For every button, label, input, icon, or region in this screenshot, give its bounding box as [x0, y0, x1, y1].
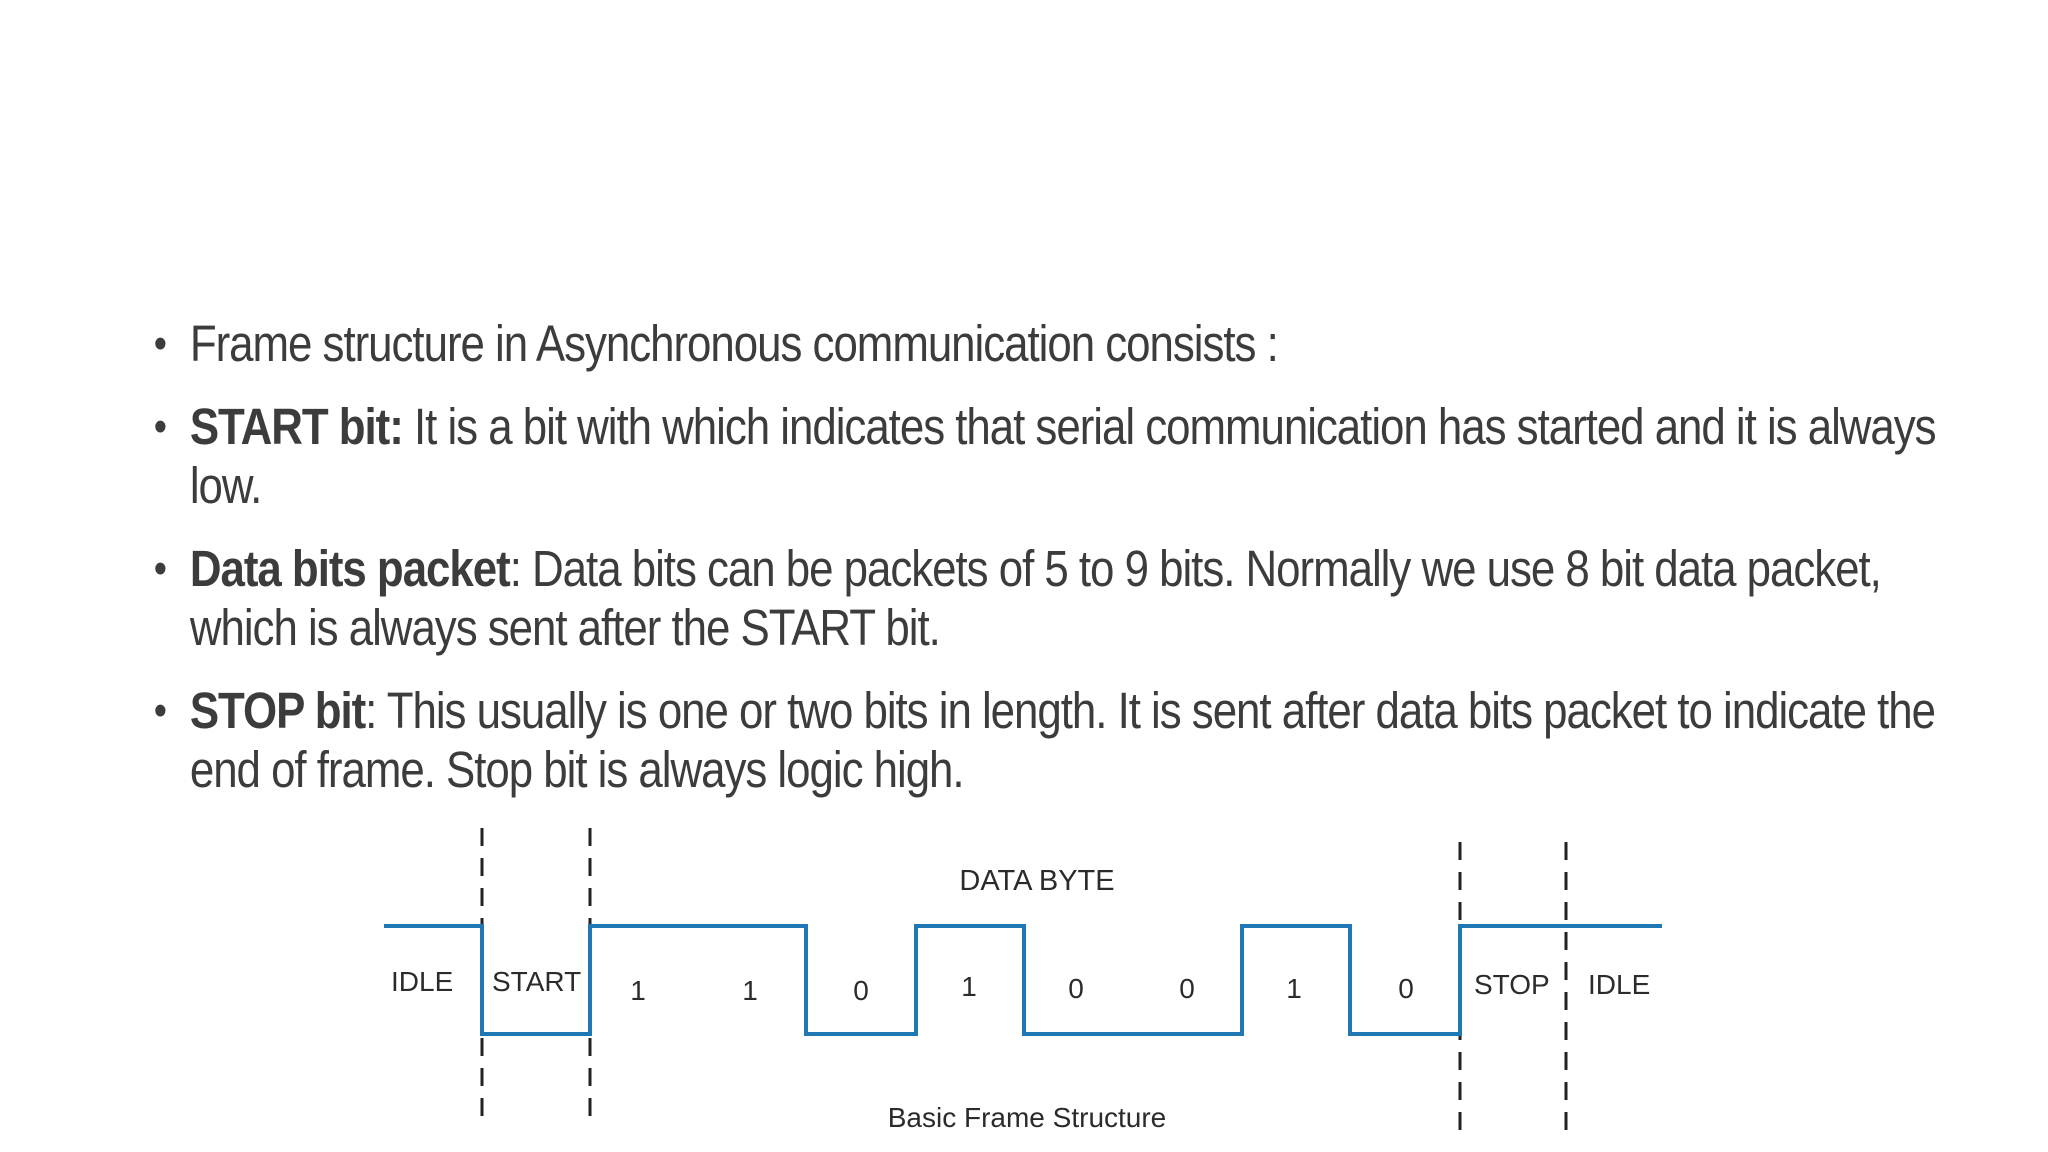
bullet-text: Frame structure in Asynchronous communic…	[189, 315, 1279, 372]
bullet-start-bit: • START bit: It is a bit with which indi…	[152, 397, 1950, 515]
bullet-list: • Frame structure in Asynchronous commun…	[152, 314, 1937, 823]
bullet-term: START bit:	[189, 398, 404, 455]
idle-right-label: IDLE	[1588, 969, 1650, 1000]
data-bit: 1	[630, 975, 646, 1006]
bullet-term: STOP bit	[189, 682, 366, 739]
bullet-dot: •	[153, 319, 167, 368]
bullet-separator: :	[509, 540, 533, 597]
data-byte-title: DATA BYTE	[959, 865, 1114, 897]
data-bit: 0	[1398, 973, 1414, 1004]
bullet-term: Data bits packet	[189, 540, 511, 597]
bullet-text: It is a bit with which indicates that se…	[189, 398, 1937, 514]
diagram-caption: Basic Frame Structure	[888, 1102, 1167, 1133]
data-bit: 1	[1286, 973, 1302, 1004]
start-label: START	[492, 966, 581, 997]
data-bit: 1	[742, 975, 758, 1006]
signal-waveform	[384, 924, 1662, 1036]
bullet-text: This usually is one or two bits in lengt…	[189, 682, 1936, 798]
bullet-stop-bit: • STOP bit: This usually is one or two b…	[152, 681, 1950, 799]
bullet-dot: •	[153, 686, 167, 735]
idle-left-label: IDLE	[391, 966, 453, 997]
bullet-separator: :	[365, 682, 387, 739]
stop-label: STOP	[1474, 969, 1550, 1000]
data-bit: 0	[1179, 973, 1195, 1004]
bullet-text: Data bits can be packets of 5 to 9 bits.…	[189, 540, 1882, 656]
bullet-dot: •	[153, 544, 167, 593]
data-bit: 0	[1068, 973, 1084, 1004]
bullet-dot: •	[153, 402, 167, 451]
data-bit: 0	[853, 975, 869, 1006]
bullet-frame-structure: • Frame structure in Asynchronous commun…	[152, 314, 1950, 373]
data-bit: 1	[961, 971, 977, 1002]
bullet-data-bits: • Data bits packet: Data bits can be pac…	[152, 539, 1950, 657]
